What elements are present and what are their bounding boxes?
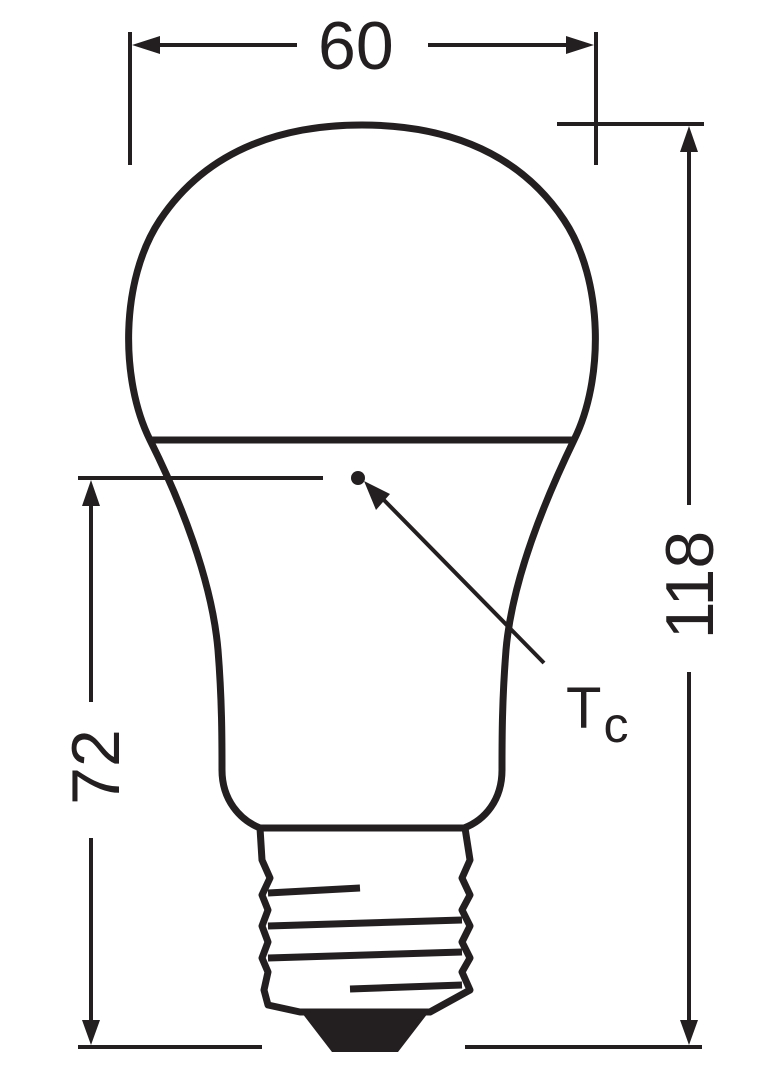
tc-leader-line <box>376 492 546 665</box>
arrow-down-icon <box>680 1020 698 1045</box>
arrow-left-icon <box>132 36 160 54</box>
tc-arrow-icon <box>364 481 390 510</box>
tc-label: Tc <box>566 680 629 753</box>
total-height-dimension <box>465 150 702 1049</box>
tc-height-dimension <box>78 476 323 1049</box>
width-dimension <box>128 32 598 165</box>
tc-label-main: T <box>566 676 602 741</box>
tc-label-sub: c <box>603 697 629 753</box>
total-height-dimension-label: 118 <box>652 530 728 640</box>
arrow-up-icon <box>82 480 100 506</box>
arrow-down-icon <box>82 1020 100 1045</box>
screw-base <box>256 827 474 1016</box>
base-contact <box>302 1013 428 1052</box>
tc-point-dot <box>351 471 365 485</box>
arrow-up-icon <box>680 126 698 152</box>
width-dimension-label: 60 <box>318 8 394 84</box>
arrow-right-icon <box>566 36 594 54</box>
tc-height-dimension-label: 72 <box>58 729 134 805</box>
bulb-outline <box>125 121 599 832</box>
